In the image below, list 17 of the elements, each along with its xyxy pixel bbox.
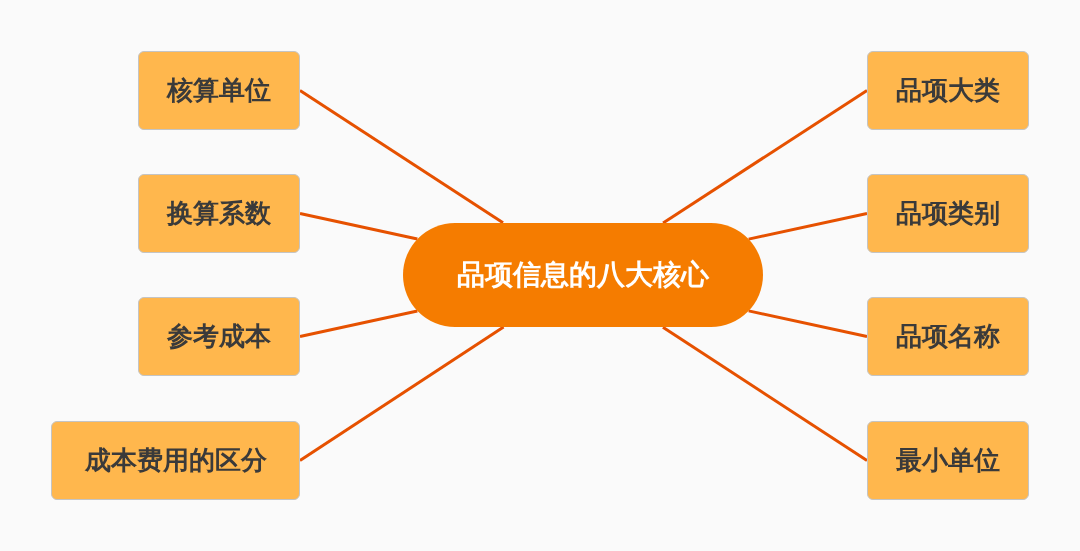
connector-line: [748, 212, 868, 241]
connector-line: [299, 89, 504, 225]
topic-box: 成本费用的区分: [51, 421, 300, 500]
topic-box: 参考成本: [138, 297, 300, 376]
topic-box: 最小单位: [867, 421, 1029, 500]
topic-box: 品项大类: [867, 51, 1029, 130]
topic-box: 换算系数: [138, 174, 300, 253]
connector-line: [662, 325, 868, 462]
connector-line: [299, 309, 418, 338]
connector-line: [662, 89, 868, 225]
central-topic-pill: 品项信息的八大核心: [403, 223, 763, 327]
connector-line: [748, 309, 868, 338]
topic-box: 品项名称: [867, 297, 1029, 376]
topic-box: 核算单位: [138, 51, 300, 130]
topic-box: 品项类别: [867, 174, 1029, 253]
connector-line: [299, 212, 418, 241]
connector-line: [299, 325, 505, 462]
